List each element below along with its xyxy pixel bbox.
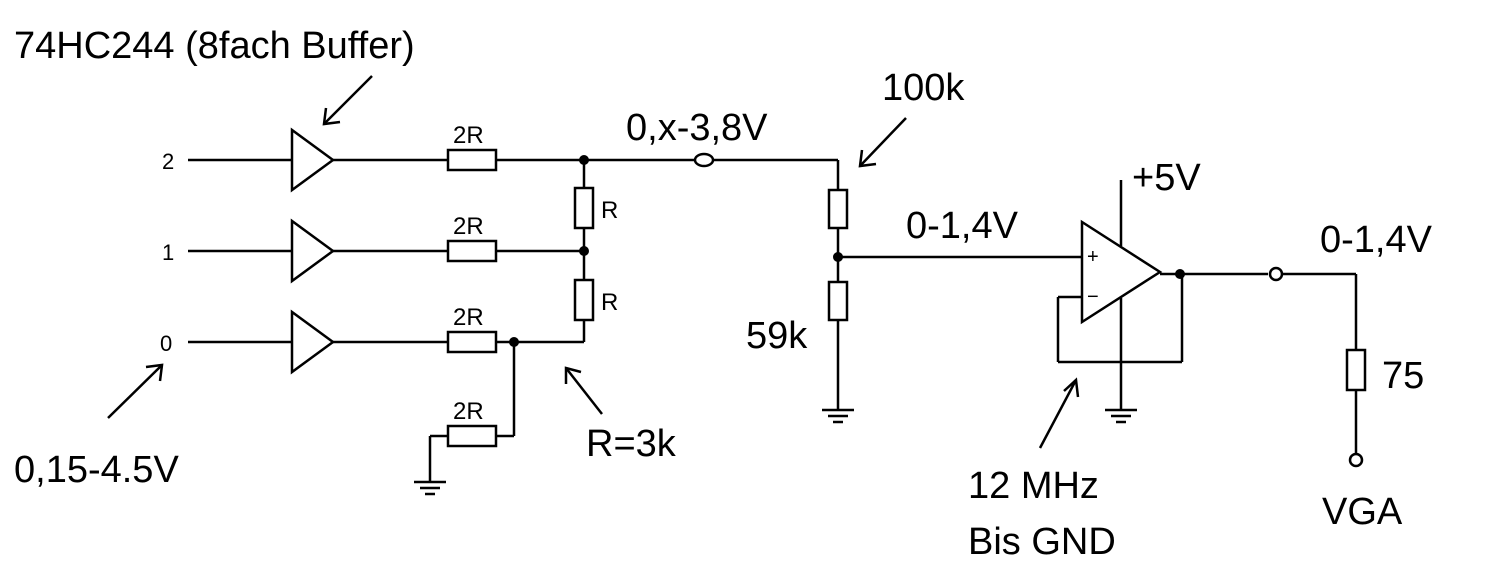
input-range-label: 0,15-4.5V [14,449,179,491]
input-bit0-label: 0 [160,331,172,356]
arrow-100k [858,117,907,168]
resistor-ladder-upper-label: R [601,197,618,224]
test-point-ladder [693,152,715,168]
resistor-ladder-lower-label: R [601,289,618,316]
input-bit1-label: 1 [162,240,174,265]
resistor-ladder-upper [573,186,595,230]
resistor-59k [827,280,849,322]
ground-symbol-divider [822,408,854,424]
arrow-input-range [107,363,164,419]
opamp: + − [1080,219,1163,325]
supply-label: +5V [1132,157,1201,199]
svg-text:−: − [1087,286,1099,308]
ground-symbol-ladder [414,480,446,496]
junction-ladder-bottom [509,337,519,347]
arrow-ladder-note [564,366,603,415]
ground-symbol-opamp [1105,408,1137,424]
svg-text:+: + [1087,246,1099,268]
divider-output-label: 0-1,4V [906,205,1019,247]
test-point-output [1268,266,1284,282]
input-bit2-label: 2 [162,149,174,174]
arrow-opamp-note [1038,377,1080,449]
resistor-termination-label: 2R [453,398,484,425]
output-level-label: 0-1,4V [1320,219,1433,261]
resistor-series-bit1-label: 2R [453,213,484,240]
opamp-note-line1: 12 MHz [968,465,1099,507]
vga-terminal [1348,452,1364,468]
buffer-bit0 [188,309,448,375]
resistor-series-bit1 [446,239,498,263]
r59k-label: 59k [746,315,808,357]
buffer-bit1 [188,218,448,284]
resistor-100k [827,188,849,230]
resistor-termination [446,424,498,448]
buffer-bit2 [188,127,448,193]
opamp-note-line2: Bis GND [968,521,1116,563]
resistor-series-bit0-label: 2R [453,304,484,331]
connector-label: VGA [1322,491,1403,533]
resistor-ladder-lower [573,278,595,322]
termination-label: 75 [1382,355,1424,397]
resistor-series-bit0 [446,330,498,354]
resistor-75 [1345,348,1367,392]
resistor-series-bit2-label: 2R [453,122,484,149]
ladder-note-label: R=3k [586,423,677,465]
ladder-output-label: 0,x-3,8V [626,107,768,149]
r100k-label: 100k [882,67,965,109]
junction-opamp-output [1175,269,1185,279]
resistor-series-bit2 [446,148,498,172]
junction-ladder-mid [579,246,589,256]
title-label: 74HC244 (8fach Buffer) [14,25,415,67]
arrow-title [322,75,373,126]
